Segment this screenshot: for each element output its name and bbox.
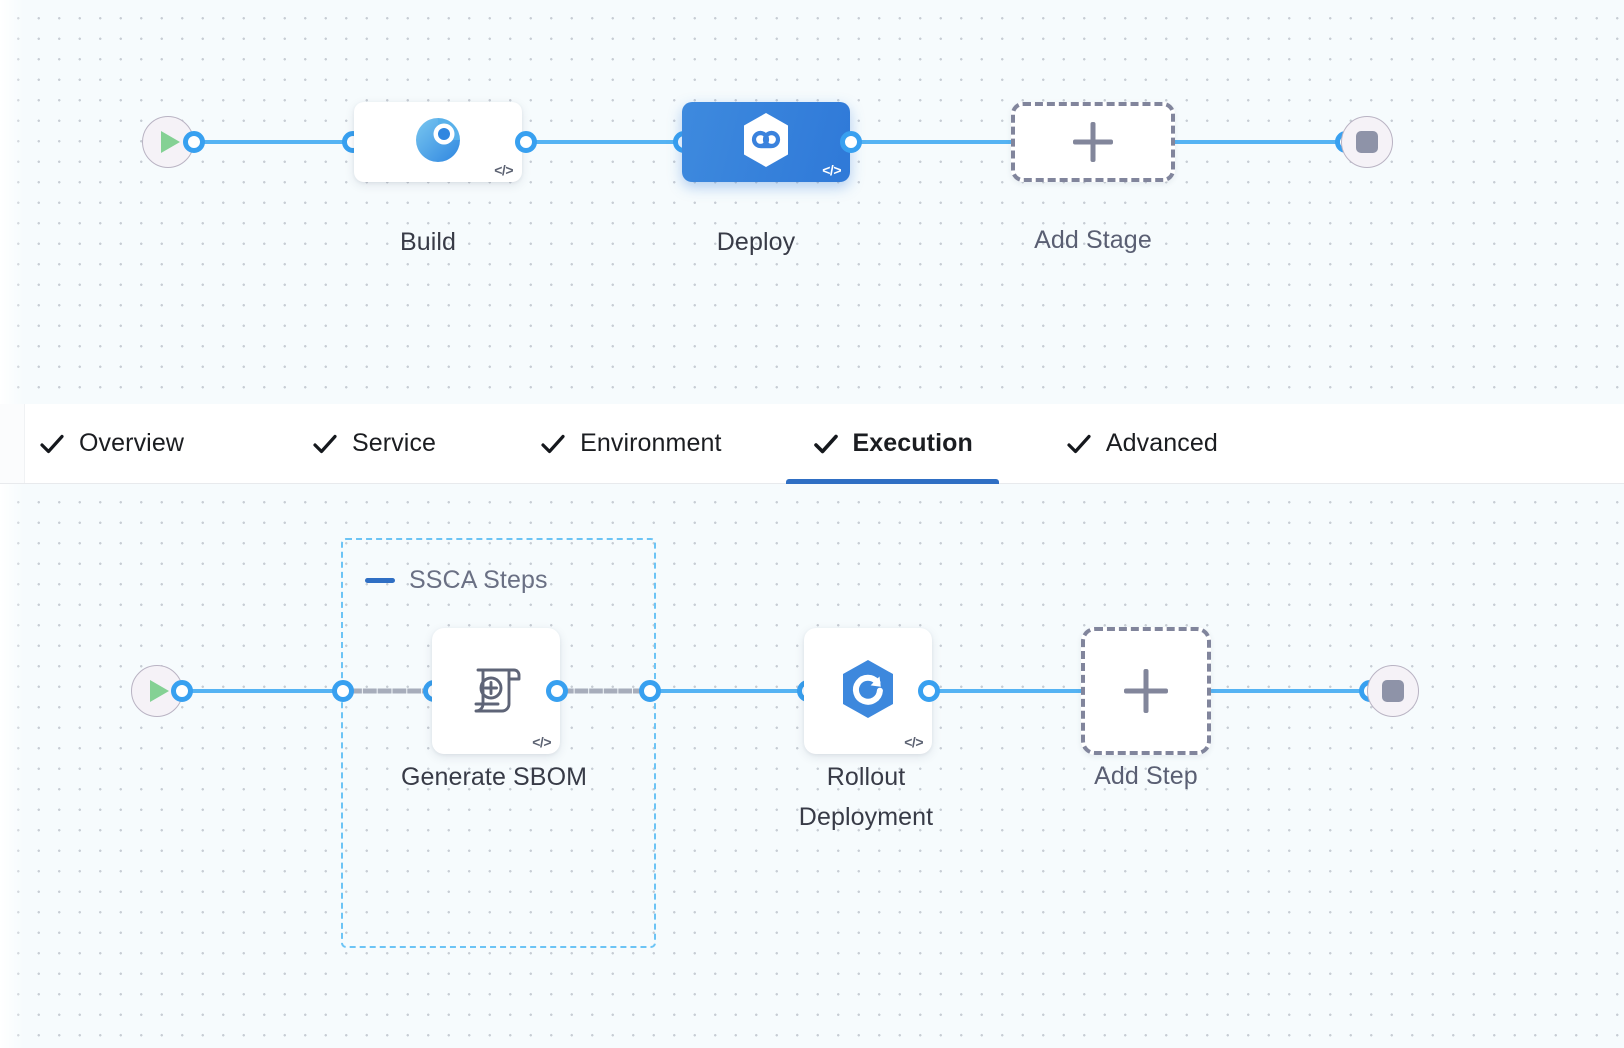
edge-group-in-dashed bbox=[348, 688, 428, 694]
rollout-hex-icon bbox=[838, 658, 898, 725]
tab-environment[interactable]: Environment bbox=[535, 404, 725, 484]
port-start-out[interactable] bbox=[183, 131, 205, 153]
edge-group-out-dashed bbox=[560, 688, 646, 694]
check-icon bbox=[313, 434, 337, 453]
edge-build-to-deploy bbox=[515, 140, 687, 144]
port-sbom-out[interactable] bbox=[546, 680, 568, 702]
tab-label: Advanced bbox=[1105, 429, 1218, 457]
edge-group-to-rollout bbox=[650, 689, 810, 693]
stage-card-build[interactable]: </> bbox=[354, 102, 522, 182]
port-group-out[interactable] bbox=[639, 680, 661, 702]
tab-label: Environment bbox=[580, 429, 722, 457]
port-deploy-out[interactable] bbox=[840, 131, 862, 153]
check-icon bbox=[40, 434, 64, 453]
edge-add-to-end bbox=[1210, 689, 1370, 693]
pipeline-start-node[interactable] bbox=[142, 116, 194, 168]
check-icon bbox=[541, 434, 565, 453]
stage-config-tabs[interactable]: Overview Service Environment Execution bbox=[0, 404, 1624, 484]
port-rollout-out[interactable] bbox=[918, 680, 940, 702]
tab-advanced[interactable]: Advanced bbox=[1061, 404, 1222, 484]
step-label-generate-sbom: Generate SBOM bbox=[400, 763, 588, 791]
sbom-scroll-icon bbox=[465, 658, 527, 725]
ssca-steps-group[interactable]: SSCA Steps bbox=[341, 538, 656, 948]
tab-execution[interactable]: Execution bbox=[785, 404, 999, 484]
check-icon bbox=[813, 434, 838, 453]
tab-service[interactable]: Service bbox=[307, 404, 440, 484]
tab-label: Service bbox=[352, 429, 437, 457]
tab-overview[interactable]: Overview bbox=[34, 404, 188, 484]
edge-start-to-build bbox=[170, 140, 354, 144]
ssca-group-header[interactable]: SSCA Steps bbox=[365, 566, 548, 595]
code-badge-icon: </> bbox=[494, 162, 513, 178]
code-badge-icon: </> bbox=[822, 162, 841, 178]
build-pie-icon bbox=[412, 114, 464, 171]
code-badge-icon: </> bbox=[532, 734, 551, 750]
port-group-in[interactable] bbox=[332, 680, 354, 702]
pipeline-end-node[interactable] bbox=[1341, 116, 1393, 168]
step-label-rollout-deployment: Rollout Deployment bbox=[798, 763, 934, 831]
add-stage-button[interactable] bbox=[1011, 102, 1175, 182]
step-card-rollout-deployment[interactable]: </> bbox=[804, 628, 932, 754]
stop-icon bbox=[1382, 680, 1404, 702]
add-step-label: Add Step bbox=[1094, 762, 1198, 790]
active-tab-indicator bbox=[785, 478, 999, 484]
play-icon bbox=[150, 680, 169, 702]
step-card-generate-sbom[interactable]: </> bbox=[432, 628, 560, 754]
edge-rollout-to-add bbox=[925, 689, 1085, 693]
execution-canvas[interactable]: SSCA Steps bbox=[0, 484, 1624, 1048]
play-icon bbox=[161, 131, 180, 153]
plus-icon bbox=[1073, 122, 1113, 162]
port-build-out[interactable] bbox=[515, 131, 537, 153]
ssca-group-title: SSCA Steps bbox=[409, 566, 548, 594]
add-step-button[interactable] bbox=[1081, 627, 1211, 755]
add-stage-label: Add Stage bbox=[1034, 226, 1152, 254]
minus-icon[interactable] bbox=[365, 578, 395, 583]
code-badge-icon: </> bbox=[904, 734, 923, 750]
stop-icon bbox=[1356, 131, 1378, 153]
edge-start-to-group bbox=[158, 689, 344, 693]
tab-label: Overview bbox=[79, 429, 184, 457]
check-icon bbox=[1067, 434, 1091, 453]
execution-end-node[interactable] bbox=[1367, 665, 1419, 717]
port-exec-start-out[interactable] bbox=[171, 680, 193, 702]
stage-card-deploy[interactable]: </> bbox=[682, 102, 850, 182]
harness-hex-icon bbox=[739, 111, 793, 174]
edge-deploy-to-add bbox=[845, 140, 1025, 144]
edge-add-to-end bbox=[1160, 140, 1360, 144]
stage-label-build: Build bbox=[399, 228, 457, 256]
stage-label-deploy: Deploy bbox=[716, 228, 796, 256]
stage-canvas[interactable]: </> Build </> Deploy Add Stage bbox=[0, 0, 1624, 404]
plus-icon bbox=[1124, 669, 1168, 713]
tab-label: Execution bbox=[852, 429, 973, 457]
